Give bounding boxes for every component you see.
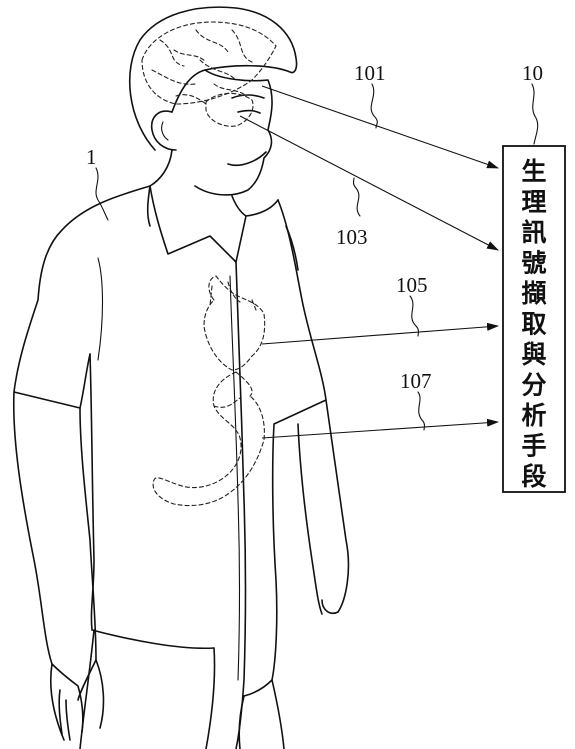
- shirt-outline-right: [243, 199, 327, 697]
- label-eye-line: 103: [336, 225, 368, 249]
- label-person: 1: [86, 145, 97, 169]
- device-box-char: 析: [521, 401, 546, 430]
- device-box-char: 與: [521, 340, 546, 369]
- left-arm: [12, 391, 65, 741]
- heart-signal-arrow: [261, 322, 499, 345]
- brain-signal-arrow: [261, 85, 499, 169]
- leader-105: [409, 295, 420, 337]
- person-figure: [12, 6, 350, 749]
- leader-lines: [95, 83, 539, 439]
- label-stomach-line: 107: [400, 369, 432, 393]
- leader-103: [352, 177, 361, 217]
- leader-101: [370, 83, 378, 129]
- mouth: [227, 151, 267, 167]
- shirt-placket: [235, 261, 247, 749]
- brain-outline: [141, 21, 277, 105]
- pants: [79, 629, 285, 749]
- label-brain-line: 101: [354, 61, 386, 85]
- heart-outline: [203, 275, 266, 371]
- label-heart-line: 105: [396, 273, 428, 297]
- device-box-char: 手: [521, 432, 546, 461]
- leader-10: [531, 83, 539, 145]
- device-box-char: 理: [521, 188, 546, 217]
- device-box-char: 擷: [521, 279, 546, 308]
- device-box-char: 段: [521, 462, 546, 491]
- eye-signal-arrow: [239, 115, 499, 251]
- shirt-outline-left: [13, 185, 151, 409]
- stomach-signal-arrow: [261, 418, 499, 439]
- leader-107: [417, 391, 426, 431]
- stomach-outline: [152, 371, 265, 507]
- collar: [149, 185, 279, 263]
- label-device: 10: [522, 61, 543, 85]
- device-box-char: 訊: [521, 218, 546, 247]
- eye-outline: [175, 92, 254, 127]
- device-box-char: 號: [521, 249, 546, 278]
- leader-1: [95, 167, 109, 221]
- hair-outline: [128, 6, 298, 151]
- ear-outline: [150, 110, 177, 151]
- right-arm: [321, 399, 350, 615]
- device-box-char: 分: [521, 371, 546, 400]
- device-box-char: 取: [521, 310, 546, 339]
- face-outline: [194, 69, 273, 196]
- device-box-char: 生: [521, 157, 546, 186]
- reference-labels: 1 10 101 103 105 107: [86, 61, 543, 393]
